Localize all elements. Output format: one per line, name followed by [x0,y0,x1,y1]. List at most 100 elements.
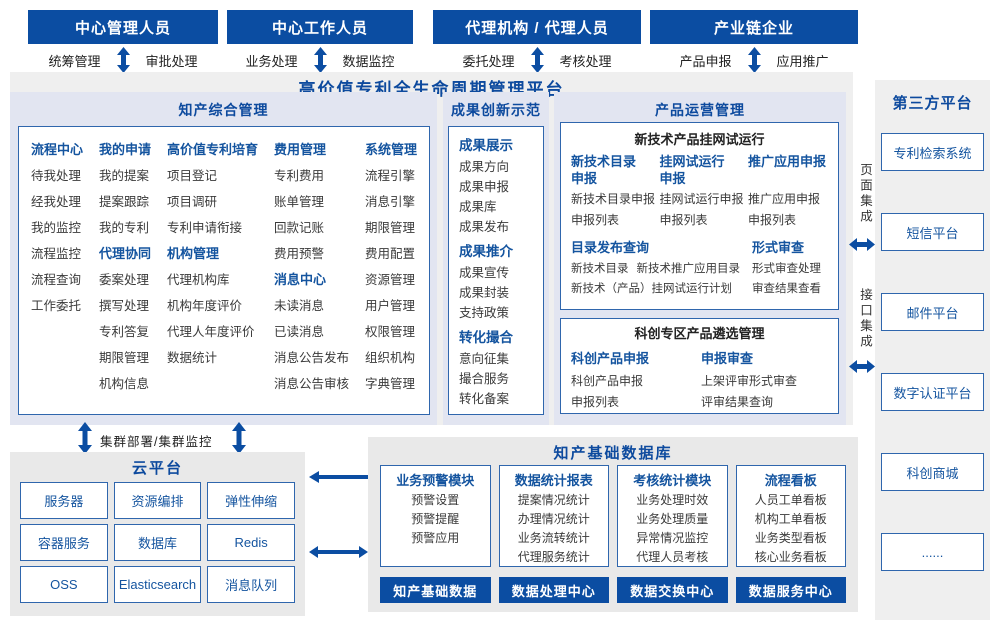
menu-item: 成果方向 [459,160,510,174]
group-title: 考核统计模块 [633,473,712,488]
menu-item: 费用配置 [364,247,415,261]
left-right-arrow-icon [309,546,368,558]
menu-item: 代理服务统计 [517,550,590,564]
menu-item: 撮合服务 [459,372,510,386]
menu-item: 字典管理 [364,377,415,391]
menu-item: 科创产品申报 [571,374,644,388]
left-right-arrow-icon [849,238,875,251]
menu-item: 消息公告发布 [273,351,349,365]
third-party-item: 科创商城 [881,453,984,491]
menu-item: 未读消息 [273,299,324,313]
menu-item: 核心业务看板 [754,550,827,564]
left-arrow-icon [309,471,368,483]
menu-item: 期限管理 [98,351,149,365]
panel-title: 科创专区产品遴选管理 [634,326,765,341]
ops-col-new-tech-catalog: 新技术目录申报 新技术目录申报申报列表 [571,153,659,231]
ach-group-matchmaking: 转化撮合 意向征集撮合服务转化备案 [459,327,543,409]
group-title: 数据统计报表 [514,473,593,488]
menu-item: 消息引擎 [364,195,415,209]
ip-basic-database: 知产基础数据库 业务预警模块 预警设置预警提醒预警应用 知产基础数据 数据统计报… [368,437,858,612]
section-product-operation: 产品运营管理 新技术产品挂网试运行 新技术目录申报 新技术目录申报申报列表 挂网… [554,92,846,425]
actor-sub-label: 统筹管理 [48,53,101,69]
menu-item: 成果宣传 [459,266,510,280]
db-panel: 考核统计模块 业务处理时效业务处理质量异常情况监控代理人员考核 [617,465,728,567]
up-down-arrow-icon [232,422,246,454]
formal-review: 形式审查 形式审查处理审查结果查看 [752,237,828,299]
sci-tech-selection-panel: 科创专区产品遴选管理 科创产品申报 科创产品申报申报列表 申报审查 上架评审形式… [560,318,839,414]
menu-item: 挂网试运行申报 [659,192,744,206]
menu-item: 代理人员考核 [636,550,709,564]
ip-column-process-center: 流程中心 待我处理经我处理我的监控流程监控流程查询工作委托 [31,137,83,404]
menu-item: 申报列表 [571,395,620,409]
cloud-service-box: 弹性伸缩 [207,482,295,519]
db-column-statistics-report: 数据统计报表 提案情况统计办理情况统计业务流转统计代理服务统计 数据处理中心 [498,465,609,603]
menu-item: 用户管理 [364,299,415,313]
menu-item: 异常情况监控 [636,531,709,545]
menu-item: 申报列表 [748,213,797,227]
menu-item: 我的监控 [31,221,82,235]
actor-sub-label: 业务处理 [245,53,298,69]
actor-sub-label: 应用推广 [776,53,829,69]
page-integration-label: 页面集成 [858,163,872,225]
up-down-arrow-icon [313,47,327,73]
third-party-item: 邮件平台 [881,293,984,331]
db-column-warning: 业务预警模块 预警设置预警提醒预警应用 知产基础数据 [380,465,491,603]
menu-item: 流程引擎 [364,169,415,183]
menu-item: 组织机构 [364,351,415,365]
menu-item: 申报列表 [571,213,620,227]
cloud-service-box: 服务器 [20,482,108,519]
up-down-arrow-icon [530,47,544,73]
group-title: 转化撮合 [459,330,513,345]
ops-col-promotion-application: 推广应用申报 推广应用申报申报列表 [748,153,828,231]
cloud-service-box: 资源编排 [113,482,202,519]
actor-title: 产业链企业 [650,10,858,44]
group-title: 我的申请 [98,142,151,157]
menu-item: 流程查询 [31,273,82,287]
third-party-platform: 第三方平台 专利检索系统 短信平台 邮件平台 数字认证平台 科创商城 .....… [875,80,990,620]
menu-item: 消息公告审核 [273,377,349,391]
menu-item: 转化备案 [459,392,510,406]
menu-item: 机构工单看板 [754,512,827,526]
menu-item: 流程监控 [31,247,82,261]
third-party-item: 数字认证平台 [881,373,984,411]
interface-integration-label: 接口集成 [858,288,872,350]
menu-item: 业务处理质量 [636,512,709,526]
menu-item: 专利申请衔接 [166,221,242,235]
db-panel: 流程看板 人员工单看板机构工单看板业务类型看板核心业务看板 [735,465,846,567]
menu-item: 账单管理 [273,195,324,209]
cloud-service-box: 容器服务 [20,524,108,561]
menu-item: 提案情况统计 [517,493,590,507]
section-ip-management: 知产综合管理 流程中心 待我处理经我处理我的监控流程监控流程查询工作委托 我的申… [10,92,437,425]
menu-item: 代理机构库 [166,273,230,287]
menu-item: 机构年度评价 [166,299,242,313]
platform-container: 高价值专利全生命周期管理平台 知产综合管理 流程中心 待我处理经我处理我的监控流… [10,72,853,425]
db-column-process-board: 流程看板 人员工单看板机构工单看板业务类型看板核心业务看板 数据服务中心 [735,465,846,603]
menu-item: 项目登记 [166,169,217,183]
cloud-service-box: 消息队列 [207,566,295,603]
menu-item: 形式审查处理 [752,263,821,275]
section-title: 知产综合管理 [178,102,269,118]
menu-item: 费用预警 [273,247,324,261]
menu-item: 上架评审形式审查 [701,374,798,388]
ip-column-system-management: 系统管理 流程引擎消息引擎期限管理费用配置资源管理用户管理权限管理组织机构字典管… [365,137,417,404]
ip-column-fee-management: 费用管理 专利费用账单管理回款记账费用预警 消息中心 未读消息已读消息消息公告发… [274,137,349,404]
panel-title: 新技术产品挂网试运行 [634,132,765,147]
menu-item: 已读消息 [273,325,324,339]
ip-management-panel: 流程中心 待我处理经我处理我的监控流程监控流程查询工作委托 我的申请 我的提案提… [18,126,430,415]
db-column-assessment: 考核统计模块 业务处理时效业务处理质量异常情况监控代理人员考核 数据交换中心 [617,465,728,603]
group-title: 新技术目录申报 [571,154,637,186]
menu-item: 经我处理 [31,195,82,209]
menu-item: 审查结果查看 [752,283,821,295]
actor-sub-label: 委托处理 [462,53,515,69]
group-title: 费用管理 [273,142,326,157]
ach-group-display: 成果展示 成果方向成果申报成果库成果发布 [459,135,543,237]
trial-operation-panel: 新技术产品挂网试运行 新技术目录申报 新技术目录申报申报列表 挂网试运行申报 挂… [560,122,839,310]
menu-item: 专利费用 [273,169,324,183]
third-party-item: ...... [881,533,984,571]
menu-item: 权限管理 [364,325,415,339]
ip-column-my-applications: 我的申请 我的提案提案跟踪我的专利 代理协同 委案处理撰写处理专利答复期限管理机… [99,137,151,404]
ach-group-promotion: 成果推介 成果宣传成果封装支持政策 [459,241,543,323]
menu-item: 成果申报 [459,180,510,194]
menu-item: 资源管理 [364,273,415,287]
group-title: 科创产品申报 [571,351,650,366]
